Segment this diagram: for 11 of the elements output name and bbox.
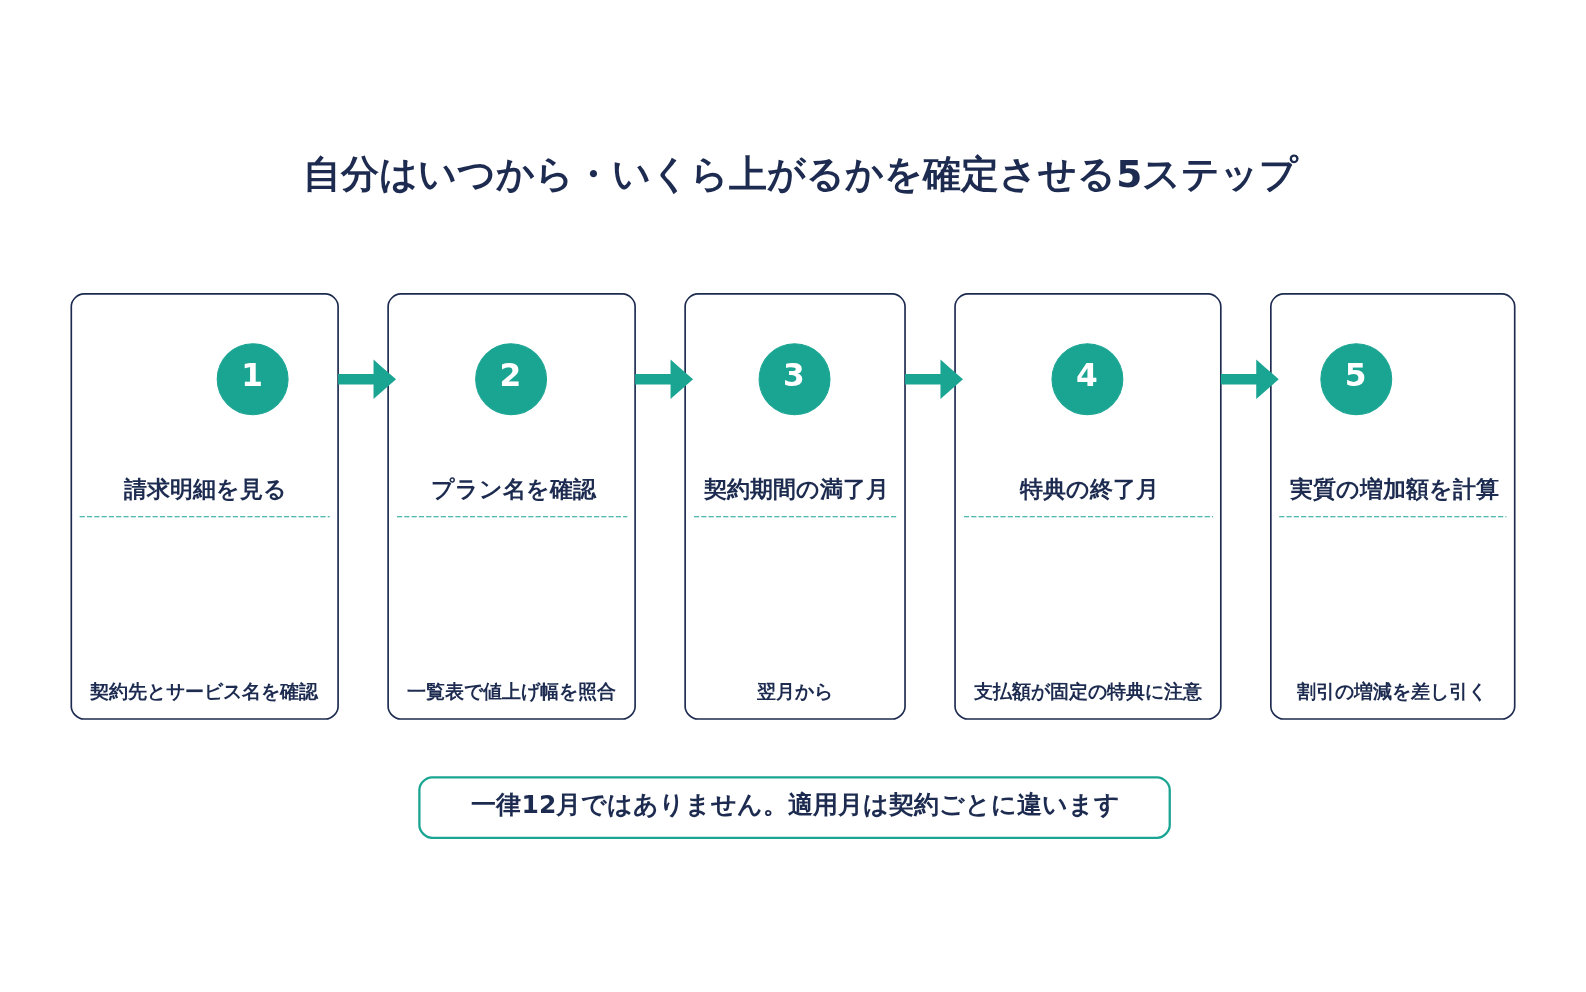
node-circle: 5 [1320, 343, 1393, 416]
arrow [635, 359, 694, 399]
arrow [905, 359, 963, 399]
diagram-title: 自分はいつから・いくら上がるかを確定させる5ステップ [303, 152, 1299, 197]
arrow [338, 359, 397, 399]
node-box: 一律12月ではありません。適用月は契約ごとに違います [418, 776, 1171, 839]
arrow [1220, 359, 1279, 399]
node-circle: 4 [1051, 343, 1124, 416]
node-circle: 1 [216, 343, 289, 416]
node-circle: 3 [758, 343, 831, 416]
node-circle: 2 [475, 343, 548, 416]
